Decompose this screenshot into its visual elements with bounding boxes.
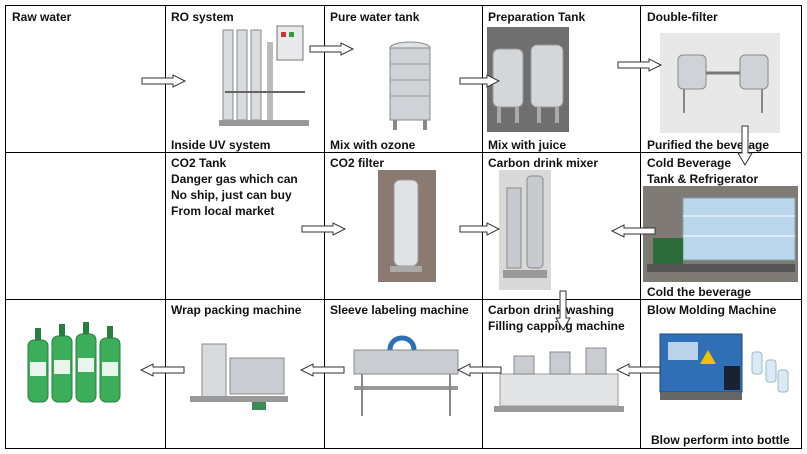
- carbon-mixer-label: Carbon drink mixer: [488, 156, 599, 170]
- grid-divider: [640, 5, 641, 449]
- pure-water-tank-label: Pure water tank: [330, 10, 420, 24]
- left-arrow-icon: [139, 363, 185, 377]
- blow-molding-caption: Blow perform into bottle: [651, 433, 790, 447]
- grid-divider: [5, 152, 802, 153]
- right-arrow-icon: [459, 74, 501, 88]
- wrap-packing-illustration: [190, 343, 288, 410]
- double-filter-caption: Purified the beverage: [647, 138, 770, 152]
- carbon-mixer-illustration: [499, 170, 551, 290]
- down-arrow-icon: [555, 290, 571, 331]
- preparation-tank-illustration: [487, 27, 569, 132]
- pure-water-caption: Mix with ozone: [330, 138, 416, 152]
- filling-machine-illustration: [494, 347, 624, 412]
- right-arrow-icon: [301, 222, 347, 236]
- grid-divider: [165, 5, 166, 449]
- cold-tank-caption: Cold the beverage: [647, 285, 752, 299]
- bottles-illustration: [27, 322, 121, 403]
- co2-note-line2: No ship, just can buy: [171, 188, 292, 202]
- cold-tank-label-line1: Cold Beverage: [647, 156, 732, 170]
- filling-label-line2: Filling capping machine: [488, 319, 625, 333]
- right-arrow-icon: [141, 74, 187, 88]
- double-filter-label: Double-filter: [647, 10, 718, 24]
- blow-molding-illustration: [659, 333, 789, 400]
- left-arrow-icon: [456, 363, 502, 377]
- grid-divider: [5, 299, 802, 300]
- double-filter-illustration: [660, 33, 780, 133]
- left-arrow-icon: [615, 363, 661, 377]
- pure-water-tank-illustration: [389, 41, 431, 130]
- flow-grid: [5, 5, 802, 449]
- filling-label-line1: Carbon drink washing: [488, 303, 615, 317]
- co2-filter-illustration: [378, 170, 436, 282]
- sleeve-labeling-label: Sleeve labeling machine: [330, 303, 469, 317]
- preparation-caption: Mix with juice: [488, 138, 567, 152]
- co2-filter-label: CO2 filter: [330, 156, 385, 170]
- preparation-tank-label: Preparation Tank: [488, 10, 586, 24]
- co2-tank-label: CO2 Tank: [171, 156, 227, 170]
- blow-molding-label: Blow Molding Machine: [647, 303, 777, 317]
- cold-tank-label-line2: Tank & Refrigerator: [647, 172, 759, 186]
- left-arrow-icon: [299, 363, 345, 377]
- ro-system-label: RO system: [171, 10, 234, 24]
- cold-tank-illustration: [643, 186, 798, 282]
- raw-water-label: Raw water: [12, 10, 72, 24]
- co2-note-line1: Danger gas which can: [171, 172, 298, 186]
- sleeve-labeling-illustration: [353, 335, 459, 416]
- ro-system-illustration: [219, 25, 309, 126]
- down-arrow-icon: [737, 125, 753, 166]
- ro-caption: Inside UV system: [171, 138, 271, 152]
- left-arrow-icon: [610, 224, 656, 238]
- right-arrow-icon: [309, 42, 355, 56]
- right-arrow-icon: [617, 58, 663, 72]
- co2-note-line3: From local market: [171, 204, 275, 218]
- right-arrow-icon: [459, 222, 501, 236]
- wrap-packing-label: Wrap packing machine: [171, 303, 302, 317]
